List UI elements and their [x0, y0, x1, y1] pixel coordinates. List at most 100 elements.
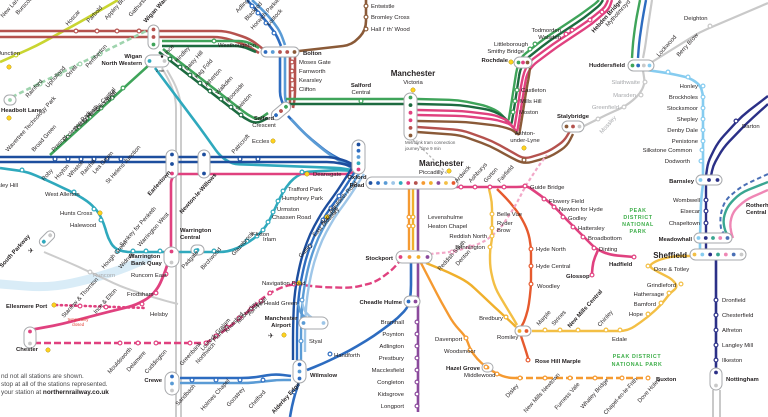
station-label: Rose Hill Marple	[535, 359, 582, 365]
chester-pink	[29, 257, 171, 332]
station-dot	[414, 319, 420, 325]
station-label: Eccles	[252, 139, 269, 145]
station-dot	[666, 290, 672, 296]
station-label: Marple	[536, 309, 553, 327]
station-label: Earlestown	[147, 170, 173, 198]
station-dot	[153, 340, 159, 346]
station-label: Moston	[519, 110, 538, 116]
station-dot	[525, 357, 531, 363]
station-dot	[703, 197, 709, 203]
station-label: Entwistle	[371, 4, 395, 10]
station-label: Farnworth	[299, 69, 326, 75]
station-label: Brockholes	[669, 95, 698, 101]
station-label: Oxford	[347, 175, 367, 181]
station-dot	[501, 184, 507, 190]
station-dot	[328, 205, 334, 211]
station-dot	[78, 156, 84, 162]
station-label: Stockport	[366, 256, 394, 262]
interchange-earlestown	[165, 149, 179, 179]
rochdale-pink-a	[416, 0, 610, 129]
station-dot	[414, 355, 420, 361]
wakefield-navy-b	[709, 103, 768, 177]
station-dot	[542, 327, 548, 333]
ashton-red	[416, 125, 572, 159]
station-dot	[91, 206, 97, 212]
station-dot	[291, 281, 297, 287]
station-label: Patricroft	[231, 134, 251, 156]
station-label: Guide Bridge	[530, 185, 565, 191]
station-label: Halewood	[70, 223, 96, 229]
station-dot	[645, 375, 651, 381]
station-label: Bromley Cross	[371, 15, 410, 21]
station-label: Airport	[271, 323, 291, 329]
station-dot	[617, 327, 623, 333]
metrolink-interchange-dot	[45, 347, 51, 353]
station-dot	[236, 315, 242, 321]
station-label: Barnsley	[669, 179, 695, 185]
station-label: Strines	[551, 310, 568, 328]
ellesmere-port-pink-dotted	[54, 303, 148, 310]
station-dot	[414, 379, 420, 385]
station-label: Gathurst	[128, 0, 148, 18]
metrolink-interchange-dot	[521, 145, 527, 151]
station-dot	[467, 347, 473, 353]
station-dot	[65, 156, 71, 162]
station-dot	[136, 28, 142, 34]
footer-url[interactable]: northernrailway.co.uk	[42, 389, 109, 396]
station-dot	[228, 104, 234, 110]
station-label: Rotherham	[746, 203, 768, 209]
station-dot	[542, 375, 548, 381]
station-label: Headbolt Lane	[1, 108, 42, 114]
station-dot	[336, 193, 342, 199]
penistone-lightblue	[645, 68, 705, 177]
station-label: Deansgate	[313, 172, 342, 178]
station-dot	[713, 357, 719, 363]
station-dot	[255, 156, 261, 162]
interchange-wigan-north-western	[144, 54, 170, 68]
station-dot	[591, 245, 597, 251]
metrolink-interchange-dot	[281, 332, 287, 338]
station-label: Manchester	[419, 159, 463, 168]
station-label: Central	[352, 90, 371, 96]
station-label: Styal	[309, 339, 322, 345]
station-label: Urmston	[277, 207, 299, 213]
station-dot	[76, 124, 82, 130]
station-dots-layer	[6, 3, 739, 409]
station-label: Hathersage	[634, 292, 665, 298]
station-label: Edale	[612, 337, 628, 343]
station-dot	[528, 281, 534, 287]
station-dot	[211, 38, 217, 44]
station-dot	[258, 298, 264, 304]
station-dot	[109, 95, 115, 101]
interchange-south-parkway	[38, 230, 56, 247]
station-dot	[307, 243, 313, 249]
station-label: Flixton	[252, 232, 269, 238]
station-label: Smithy Bridge	[487, 49, 524, 55]
station-dot	[358, 98, 364, 104]
ashton-brown	[416, 130, 575, 164]
metrolink-interchange-dot	[296, 280, 302, 286]
station-dot	[299, 297, 305, 303]
metrolink-interchange-dot	[410, 87, 416, 93]
station-dot	[406, 214, 412, 220]
station-label: Denby Dale	[667, 128, 699, 134]
station-dot	[587, 17, 593, 23]
station-label: Glossop	[566, 274, 590, 280]
airport-icon: ✈	[28, 248, 34, 255]
station-dot	[207, 88, 213, 94]
station-label: Bank Quay	[131, 261, 162, 267]
station-dot	[203, 340, 209, 346]
station-label: Piccadilly	[419, 170, 444, 176]
station-dot	[77, 303, 83, 309]
station-dot	[98, 217, 104, 223]
rochdale-pink-b	[416, 0, 614, 133]
station-dot	[13, 52, 19, 58]
airport-icon: ✈	[268, 333, 274, 340]
crewe-blue-a	[180, 373, 292, 380]
station-label: Manchester	[391, 69, 435, 78]
icons-layer: ✈✈	[28, 55, 274, 340]
station-label: Ilkeston	[722, 358, 742, 364]
station-dot	[177, 64, 183, 70]
station-dot	[665, 69, 671, 75]
station-dot	[700, 105, 706, 111]
